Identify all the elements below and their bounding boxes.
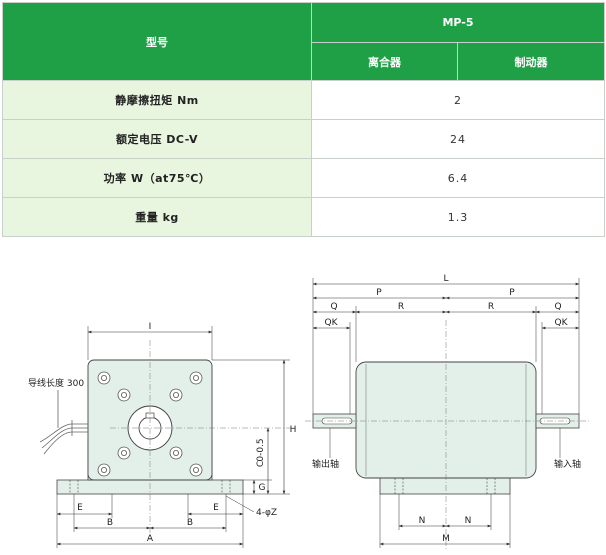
table-row: 额定电压 DC-V 24 bbox=[2, 119, 606, 159]
dim-p-right-label: P bbox=[509, 288, 515, 298]
spec-table: 型号 MP-5 离合器 制动器 静摩擦扭矩 Nm 2 额定电压 DC-V 24 … bbox=[2, 2, 606, 237]
dim-q-left-label: Q bbox=[330, 302, 337, 312]
row-label: 额定电压 DC-V bbox=[2, 119, 312, 159]
dim-b-right-label: B bbox=[187, 518, 193, 528]
header-model-value: MP-5 bbox=[310, 2, 606, 43]
front-view: I 导线长度 300 H C 0-0.5 G E E B B A 4-φZ bbox=[28, 322, 296, 548]
dim-a-label: A bbox=[147, 534, 154, 544]
dim-i-label: I bbox=[149, 322, 152, 332]
dim-e-left-label: E bbox=[77, 503, 83, 513]
table-row: 静摩擦扭矩 Nm 2 bbox=[2, 80, 606, 120]
header-model-label: 型号 bbox=[2, 2, 312, 81]
row-value: 24 bbox=[310, 119, 606, 159]
screw-holes bbox=[97, 371, 203, 477]
dim-b-left-label: B bbox=[107, 518, 113, 528]
side-view: L P P Q R R Q QK QK N N M 输出轴 输入轴 bbox=[305, 274, 590, 550]
row-value: 1.3 bbox=[310, 197, 606, 237]
row-value: 6.4 bbox=[310, 158, 606, 198]
dim-g-label: G bbox=[259, 483, 266, 493]
dim-qk-right-label: QK bbox=[555, 318, 569, 328]
lead-wire bbox=[39, 390, 88, 455]
dim-c-tolerance: 0-0.5 bbox=[256, 438, 266, 461]
lead-length-label: 导线长度 300 bbox=[28, 377, 84, 389]
output-shaft-label: 输出轴 bbox=[312, 458, 339, 470]
table-row: 功率 W（at75℃） 6.4 bbox=[2, 158, 606, 198]
dim-q-right-label: Q bbox=[554, 302, 561, 312]
row-value: 2 bbox=[310, 80, 606, 120]
base-plate-side bbox=[379, 477, 511, 495]
dim-p-left-label: P bbox=[376, 288, 382, 298]
dim-r-left-label: R bbox=[398, 302, 404, 312]
row-label: 静摩擦扭矩 Nm bbox=[2, 80, 312, 120]
dim-m-label: M bbox=[442, 534, 450, 544]
header-brake: 制动器 bbox=[456, 42, 606, 81]
dim-r-right-label: R bbox=[488, 302, 494, 312]
row-label: 重量 kg bbox=[2, 197, 312, 237]
dim-e-right-label: E bbox=[213, 503, 219, 513]
dim-n-left-label: N bbox=[419, 516, 426, 526]
hole-spec-label: 4-φZ bbox=[256, 508, 277, 518]
technical-drawing: I 导线长度 300 H C 0-0.5 G E E B B A 4-φZ bbox=[28, 274, 590, 550]
dim-qk-left-label: QK bbox=[325, 318, 339, 328]
dim-n-right-label: N bbox=[465, 516, 472, 526]
dim-c-label: C bbox=[256, 461, 266, 467]
row-label: 功率 W（at75℃） bbox=[2, 158, 312, 198]
dim-l-label: L bbox=[443, 274, 448, 284]
input-shaft-label: 输入轴 bbox=[554, 458, 581, 470]
header-clutch: 离合器 bbox=[311, 42, 458, 81]
table-row: 重量 kg 1.3 bbox=[2, 197, 606, 237]
dim-h-label: H bbox=[290, 425, 297, 435]
